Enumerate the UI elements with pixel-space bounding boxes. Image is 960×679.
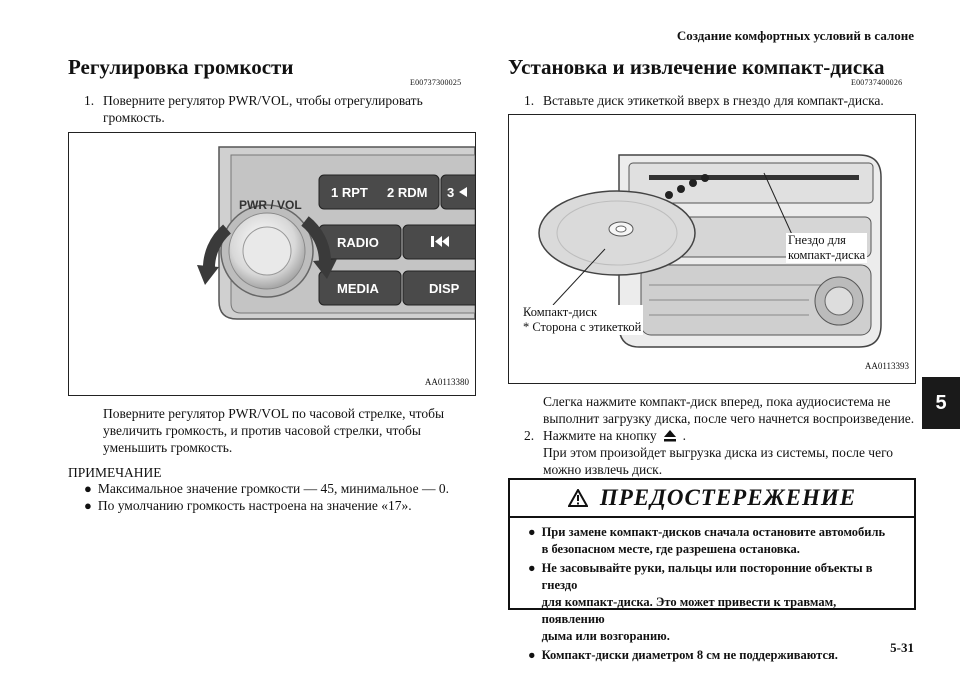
figure-id: AA0113393 [864, 361, 909, 371]
page-number: 5-31 [890, 640, 914, 655]
running-header: Создание комфортных условий в салоне [676, 28, 914, 43]
paragraph-line: уменьшить громкость. [103, 440, 233, 455]
step-number: 1. [524, 93, 535, 108]
bullet-icon: ● [528, 648, 536, 662]
eject-icon [663, 430, 676, 442]
section-title-volume: Регулировка громкости [68, 55, 294, 79]
disc-label: Компакт-диск * Сторона с этикеткой [521, 305, 644, 335]
rpt-button-label: 1 RPT [331, 185, 368, 200]
paragraph-line: Слегка нажмите компакт-диск вперед, пока… [543, 394, 891, 409]
cd-slot-illustration [538, 154, 882, 348]
warning-item: ● Не засовывайте руки, пальцы или постор… [528, 561, 873, 643]
bullet-icon: ● [84, 481, 92, 496]
warning-list: ● При замене компакт-дисков сначала оста… [510, 518, 914, 672]
warning-title: ПРЕДОСТЕРЕЖЕНИЕ [599, 485, 857, 510]
cw-arrow-icon [301, 216, 331, 262]
step-number: 2. [524, 428, 535, 443]
disp-button-label: DISP [429, 281, 460, 296]
paragraph-line: выполнит загрузку диска, после чего начн… [543, 411, 915, 426]
note-item: ●По умолчанию громкость настроена на зна… [84, 498, 412, 513]
step-text: Вставьте диск этикеткой вверх в гнездо д… [543, 93, 884, 108]
bullet-icon: ● [84, 498, 92, 513]
step-number: 1. [84, 93, 95, 108]
warning-triangle-icon [567, 489, 588, 507]
bullet-icon: ● [528, 525, 536, 539]
note-heading: ПРИМЕЧАНИЕ [68, 465, 162, 480]
note-item: ●Максимальное значение громкости — 45, м… [84, 481, 449, 496]
pwr-vol-label: PWR / VOL [239, 198, 302, 212]
section-code: E00737400026 [851, 78, 903, 87]
warning-item: ● При замене компакт-дисков сначала оста… [528, 525, 886, 556]
rdm-button-label: 2 RDM [387, 185, 427, 200]
paragraph-line: увеличить громкость, и против часовой ст… [103, 423, 421, 438]
slot-label: Гнездо для компакт-диска [786, 233, 868, 263]
media-button-label: MEDIA [337, 281, 380, 296]
figure-volume-knob: 1 RPT 2 RDM 3 RADIO MEDIA DISP PWR / VOL… [68, 132, 476, 396]
paragraph-line: При этом произойдет выгрузка диска из си… [543, 445, 894, 460]
section-title-cd: Установка и извлечение компакт-диска [508, 55, 885, 79]
warning-box: ПРЕДОСТЕРЕЖЕНИЕ ● При замене компакт-дис… [508, 478, 916, 662]
skip-back-icon [431, 236, 449, 247]
preset3-label: 3 [447, 185, 454, 200]
bullet-icon: ● [528, 561, 536, 575]
section-code: E00737300025 [410, 78, 462, 87]
radio-panel-illustration: 1 RPT 2 RDM 3 RADIO MEDIA DISP PWR / VOL [197, 146, 475, 320]
section-tab: 5 [922, 377, 960, 429]
figure-cd-insert: Гнездо для компакт-диска Компакт-диск * … [508, 114, 916, 384]
warning-item: ● Компакт-диски диаметром 8 см не поддер… [528, 648, 838, 662]
paragraph-line: можно извлечь диск. [543, 462, 663, 477]
step-text-cont: громкость. [103, 110, 165, 125]
radio-button-label: RADIO [337, 235, 379, 250]
warning-header: ПРЕДОСТЕРЕЖЕНИЕ [510, 480, 914, 518]
step-text: Нажмите на кнопку . [543, 428, 686, 443]
paragraph-line: Поверните регулятор PWR/VOL по часовой с… [103, 406, 445, 421]
step-text: Поверните регулятор PWR/VOL, чтобы отрег… [103, 93, 423, 108]
figure-id: AA0113380 [424, 377, 469, 387]
